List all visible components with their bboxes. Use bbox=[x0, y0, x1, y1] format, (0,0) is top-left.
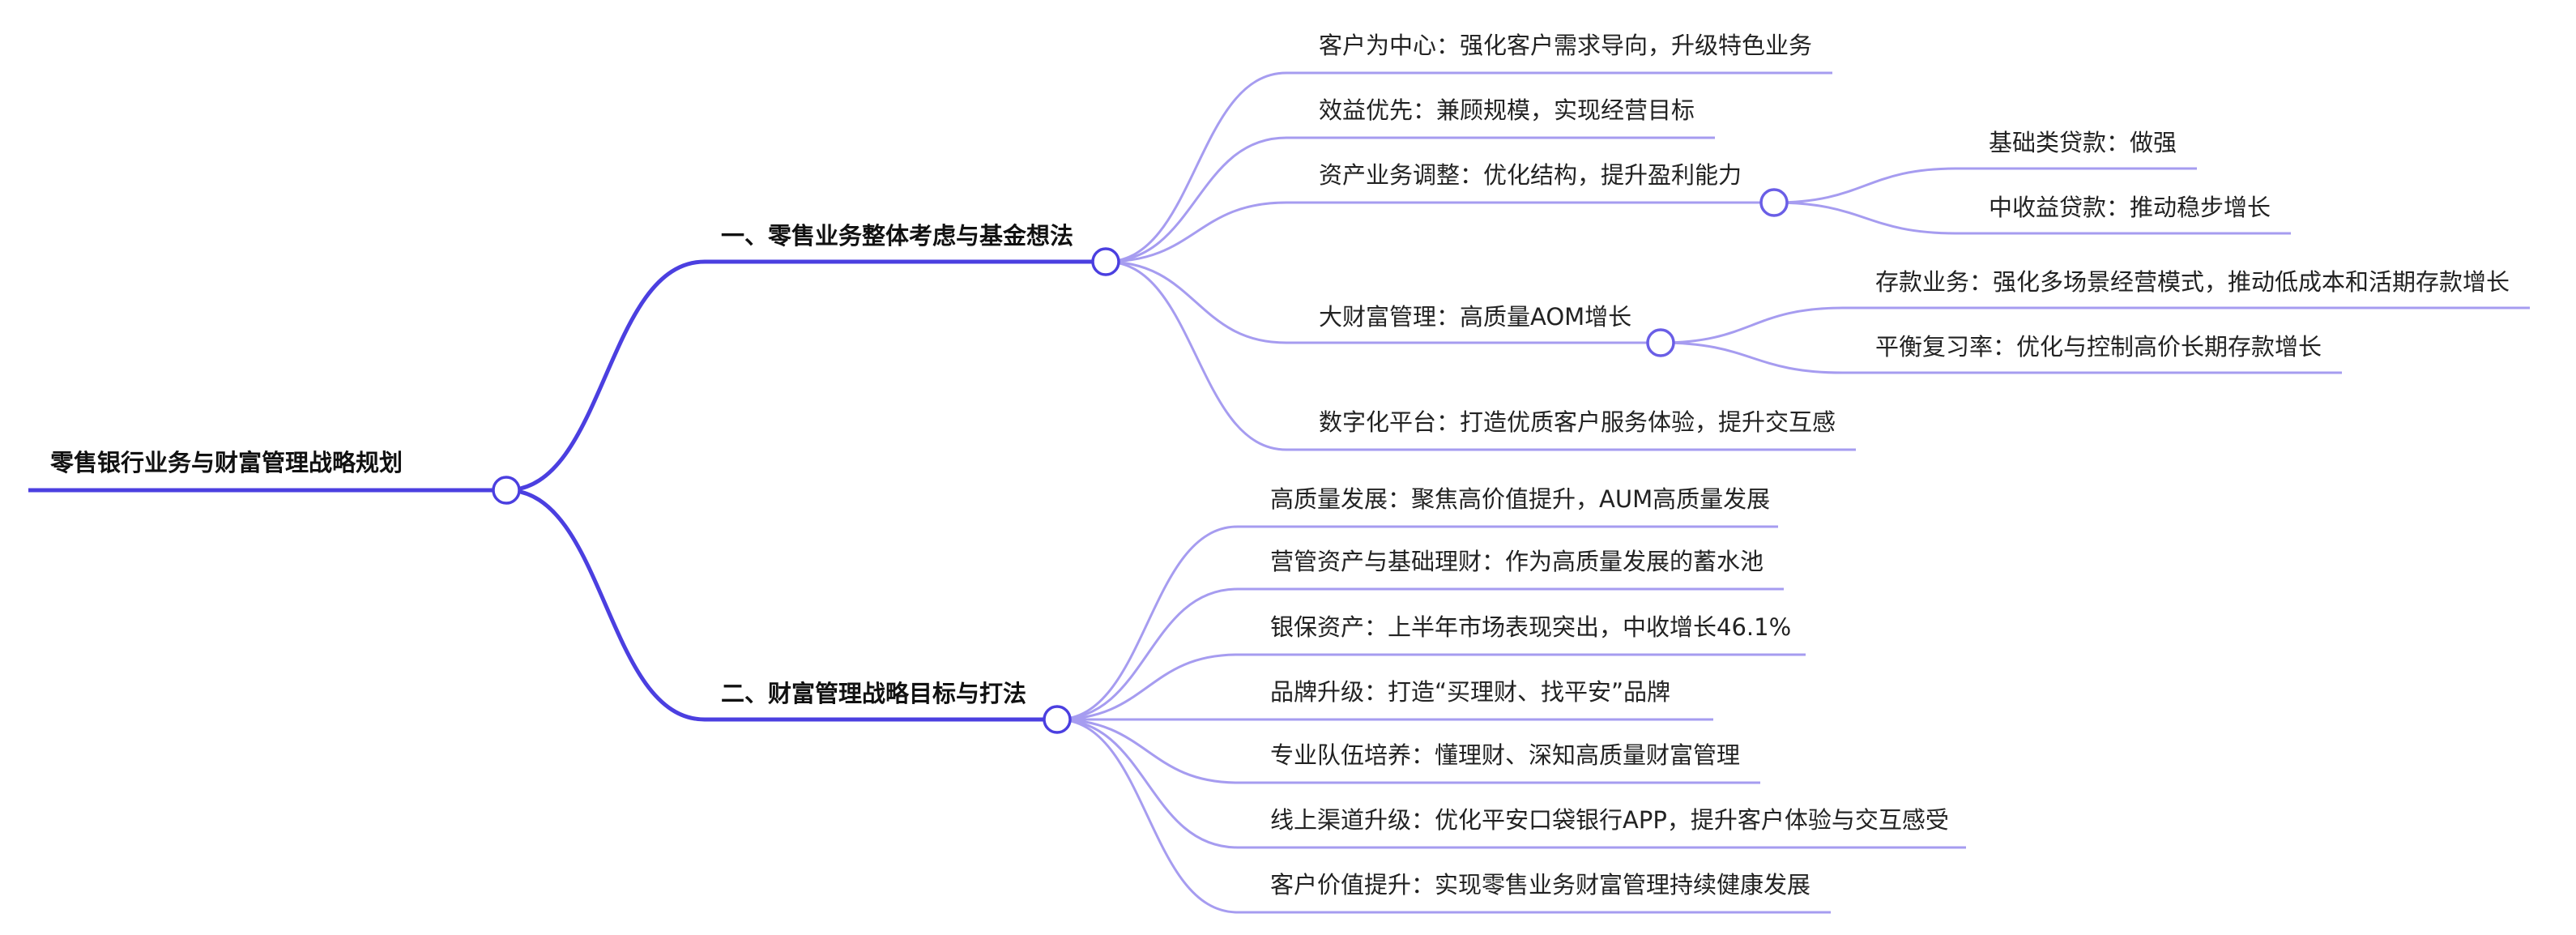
topic-2-4-label: 品牌升级：打造“买理财、找平安”品牌 bbox=[1270, 678, 1670, 706]
topic-2-2-label: 营管资产与基础理财：作为高质量发展的蓄水池 bbox=[1270, 548, 1764, 575]
topic-1-5-label: 数字化平台：打造优质客户服务体验，提升交互感 bbox=[1319, 408, 1836, 436]
underlines-layer bbox=[28, 71, 2530, 914]
edge-branch-2-to-topic-1 bbox=[1056, 525, 1239, 721]
edge-root-to-branch-2 bbox=[504, 488, 707, 722]
subtopic-1-3-2-label: 中收益贷款：推动稳步增长 bbox=[1989, 194, 2271, 221]
edge-branch-1-to-topic-2 bbox=[1104, 136, 1288, 263]
edge-topic-1-4-to-sub-2 bbox=[1659, 341, 1845, 374]
topic-1-3-label: 资产业务调整：优化结构，提升盈利能力 bbox=[1319, 161, 1742, 189]
topic-2-6-label: 线上渠道升级：优化平安口袋银行APP，提升客户体验与交互感受 bbox=[1270, 806, 1949, 834]
branch-2-collapse-knob[interactable] bbox=[1043, 705, 1072, 734]
topic-2-5-label: 专业队伍培养：懂理财、深知高质量财富管理 bbox=[1270, 741, 1740, 769]
topic-2-3-label: 银保资产：上半年市场表现突出，中收增长46.1% bbox=[1270, 613, 1791, 641]
edge-branch-1-to-topic-3 bbox=[1104, 201, 1288, 263]
edge-branch-2-to-topic-6 bbox=[1056, 718, 1239, 849]
branch-1-label: 一、零售业务整体考虑与基金想法 bbox=[721, 222, 1073, 250]
branch-2-label: 二、财富管理战略目标与打法 bbox=[721, 680, 1026, 707]
edge-branch-2-to-topic-5 bbox=[1056, 718, 1239, 784]
edge-branch-2-to-topic-7 bbox=[1056, 718, 1239, 914]
subtopic-1-4-1-label: 存款业务：强化多场景经营模式，推动低成本和活期存款增长 bbox=[1875, 268, 2510, 296]
edge-branch-2-to-topic-2 bbox=[1056, 587, 1239, 721]
edge-root-to-branch-1 bbox=[504, 259, 707, 493]
edge-branch-1-to-topic-1 bbox=[1104, 71, 1288, 263]
edge-branch-1-to-topic-5 bbox=[1104, 260, 1288, 451]
edges-layer bbox=[504, 71, 1958, 914]
edge-branch-1-to-topic-4 bbox=[1104, 260, 1288, 344]
edge-topic-1-3-to-sub-2 bbox=[1772, 201, 1958, 235]
edge-topic-1-4-to-sub-1 bbox=[1659, 306, 1845, 344]
topic-1-4-collapse-knob[interactable] bbox=[1646, 328, 1675, 357]
branch-1-collapse-knob[interactable] bbox=[1091, 247, 1120, 276]
topic-1-2-label: 效益优先：兼顾规模，实现经营目标 bbox=[1319, 96, 1695, 124]
topic-2-7-label: 客户价值提升：实现零售业务财富管理持续健康发展 bbox=[1270, 871, 1810, 899]
knobs-layer bbox=[492, 188, 1789, 734]
topic-1-1-label: 客户为中心：强化客户需求导向，升级特色业务 bbox=[1319, 32, 1812, 59]
edge-branch-2-to-topic-3 bbox=[1056, 653, 1239, 721]
root-collapse-knob[interactable] bbox=[492, 476, 521, 505]
topic-2-1-label: 高质量发展：聚焦高价值提升，AUM高质量发展 bbox=[1270, 485, 1770, 513]
subtopic-1-4-2-label: 平衡复习率：优化与控制高价长期存款增长 bbox=[1875, 333, 2322, 361]
topic-1-4-label: 大财富管理：高质量AOM增长 bbox=[1319, 303, 1631, 331]
root-node-label: 零售银行业务与财富管理战略规划 bbox=[50, 449, 403, 476]
edge-topic-1-3-to-sub-1 bbox=[1772, 167, 1958, 204]
subtopic-1-3-1-label: 基础类贷款：做强 bbox=[1989, 129, 2177, 156]
labels-layer: 零售银行业务与财富管理战略规划 一、零售业务整体考虑与基金想法 客户为中心：强化客户… bbox=[50, 32, 2510, 899]
topic-1-3-collapse-knob[interactable] bbox=[1759, 188, 1789, 217]
